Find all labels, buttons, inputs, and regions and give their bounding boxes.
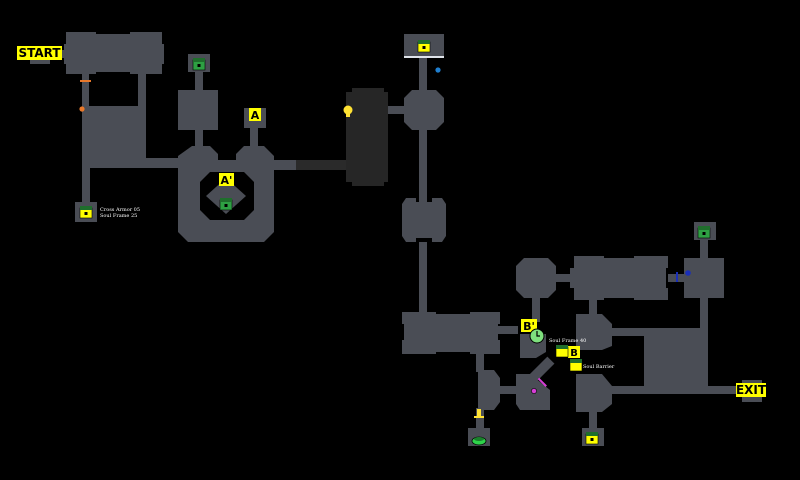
navy-door-marker bbox=[676, 272, 678, 282]
svg-text:EXIT: EXIT bbox=[736, 383, 767, 397]
note-soul-frame-40: Soul Frame 40 bbox=[549, 338, 586, 344]
clock-icon[interactable] bbox=[529, 328, 545, 344]
svg-text:A': A' bbox=[221, 174, 233, 187]
chest-icon[interactable] bbox=[219, 198, 233, 211]
marker-a: A bbox=[249, 108, 261, 122]
blue-switch-marker[interactable] bbox=[435, 67, 441, 73]
note-soul-frame-25: Soul Frame 25 bbox=[100, 213, 137, 219]
svg-text:A: A bbox=[251, 109, 260, 122]
chest-icon[interactable] bbox=[417, 40, 431, 53]
note-soul-barrier: Soul Barrier bbox=[583, 364, 615, 370]
exit-label: EXIT bbox=[736, 383, 767, 397]
chest-icon[interactable] bbox=[697, 226, 711, 239]
start-label: START bbox=[17, 46, 62, 60]
marker-b-prime: B' bbox=[521, 319, 537, 333]
marker-b: B bbox=[568, 346, 580, 359]
chest-icon[interactable] bbox=[585, 432, 599, 445]
magenta-switch-marker[interactable] bbox=[531, 388, 537, 394]
rooms bbox=[30, 32, 762, 446]
navy-switch-marker[interactable] bbox=[685, 270, 691, 276]
orange-switch-marker[interactable] bbox=[79, 106, 85, 112]
chest-icon[interactable] bbox=[79, 206, 93, 219]
lightbulb-icon[interactable] bbox=[343, 105, 353, 118]
note-cross-armor: Cross Armor 05 bbox=[100, 207, 140, 213]
svg-text:START: START bbox=[18, 46, 61, 60]
orange-door-marker bbox=[80, 80, 91, 82]
chest-icon[interactable] bbox=[555, 345, 569, 358]
chest-icon[interactable] bbox=[192, 58, 206, 71]
magenta-door-marker bbox=[537, 377, 547, 387]
switch-icon[interactable] bbox=[474, 409, 484, 418]
save-point-icon[interactable] bbox=[471, 436, 487, 446]
marker-a-prime: A' bbox=[219, 173, 234, 187]
svg-text:B: B bbox=[570, 348, 578, 359]
svg-text:B': B' bbox=[523, 320, 535, 333]
chest-icon[interactable] bbox=[569, 359, 583, 372]
